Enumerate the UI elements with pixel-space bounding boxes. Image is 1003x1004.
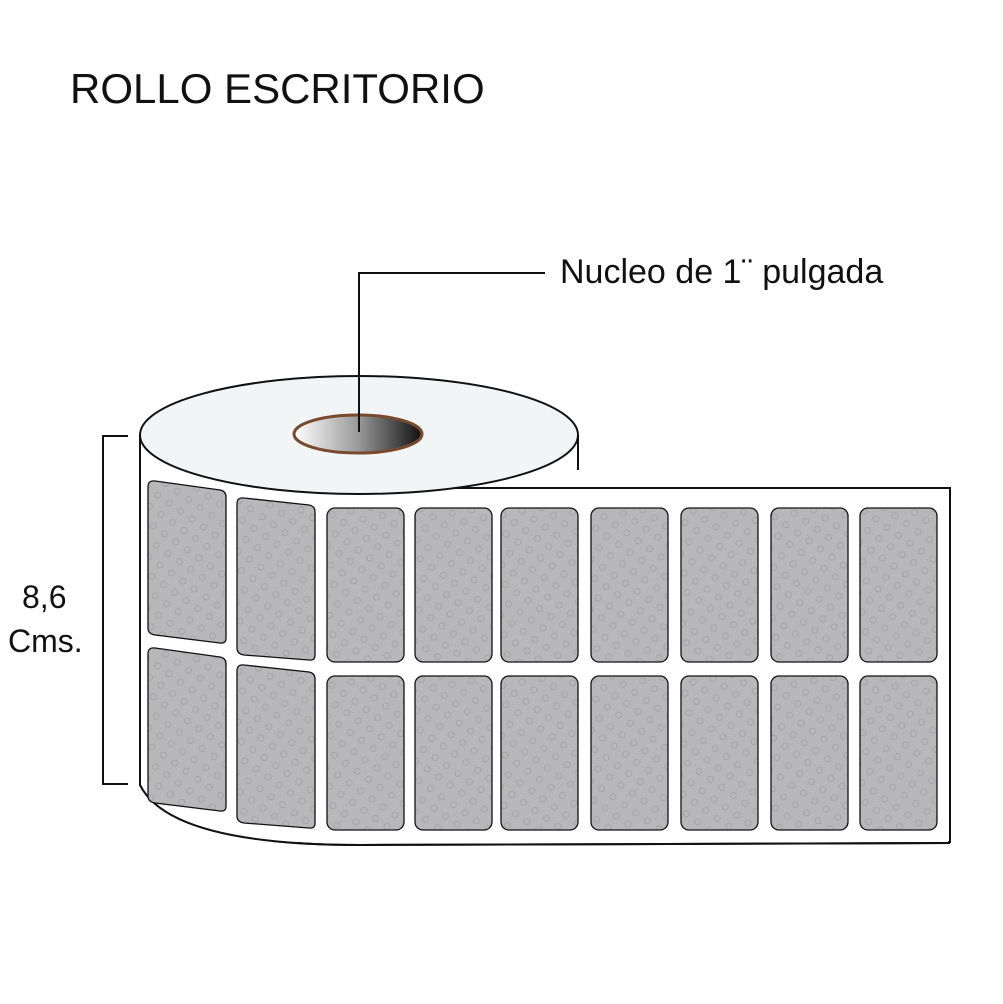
label (590, 675, 669, 831)
core-label: Nucleo de 1¨ pulgada (560, 253, 883, 291)
label (147, 480, 227, 644)
labels (147, 480, 938, 831)
label (414, 675, 493, 831)
label (236, 664, 316, 829)
label (500, 507, 579, 663)
label (770, 675, 849, 831)
label (590, 507, 669, 663)
label (770, 507, 849, 663)
label (147, 647, 227, 812)
label (414, 507, 493, 663)
height-unit: Cms. (8, 623, 83, 659)
label (236, 497, 316, 661)
title: ROLLO ESCRITORIO (70, 65, 485, 112)
label (500, 675, 579, 831)
height-bracket (102, 435, 128, 785)
label (680, 675, 759, 831)
label (859, 507, 938, 663)
label (326, 675, 405, 831)
label (680, 507, 759, 663)
label (326, 507, 405, 663)
core-callout-line (358, 272, 545, 432)
label (859, 675, 938, 831)
height-value: 8,6 (22, 579, 66, 615)
